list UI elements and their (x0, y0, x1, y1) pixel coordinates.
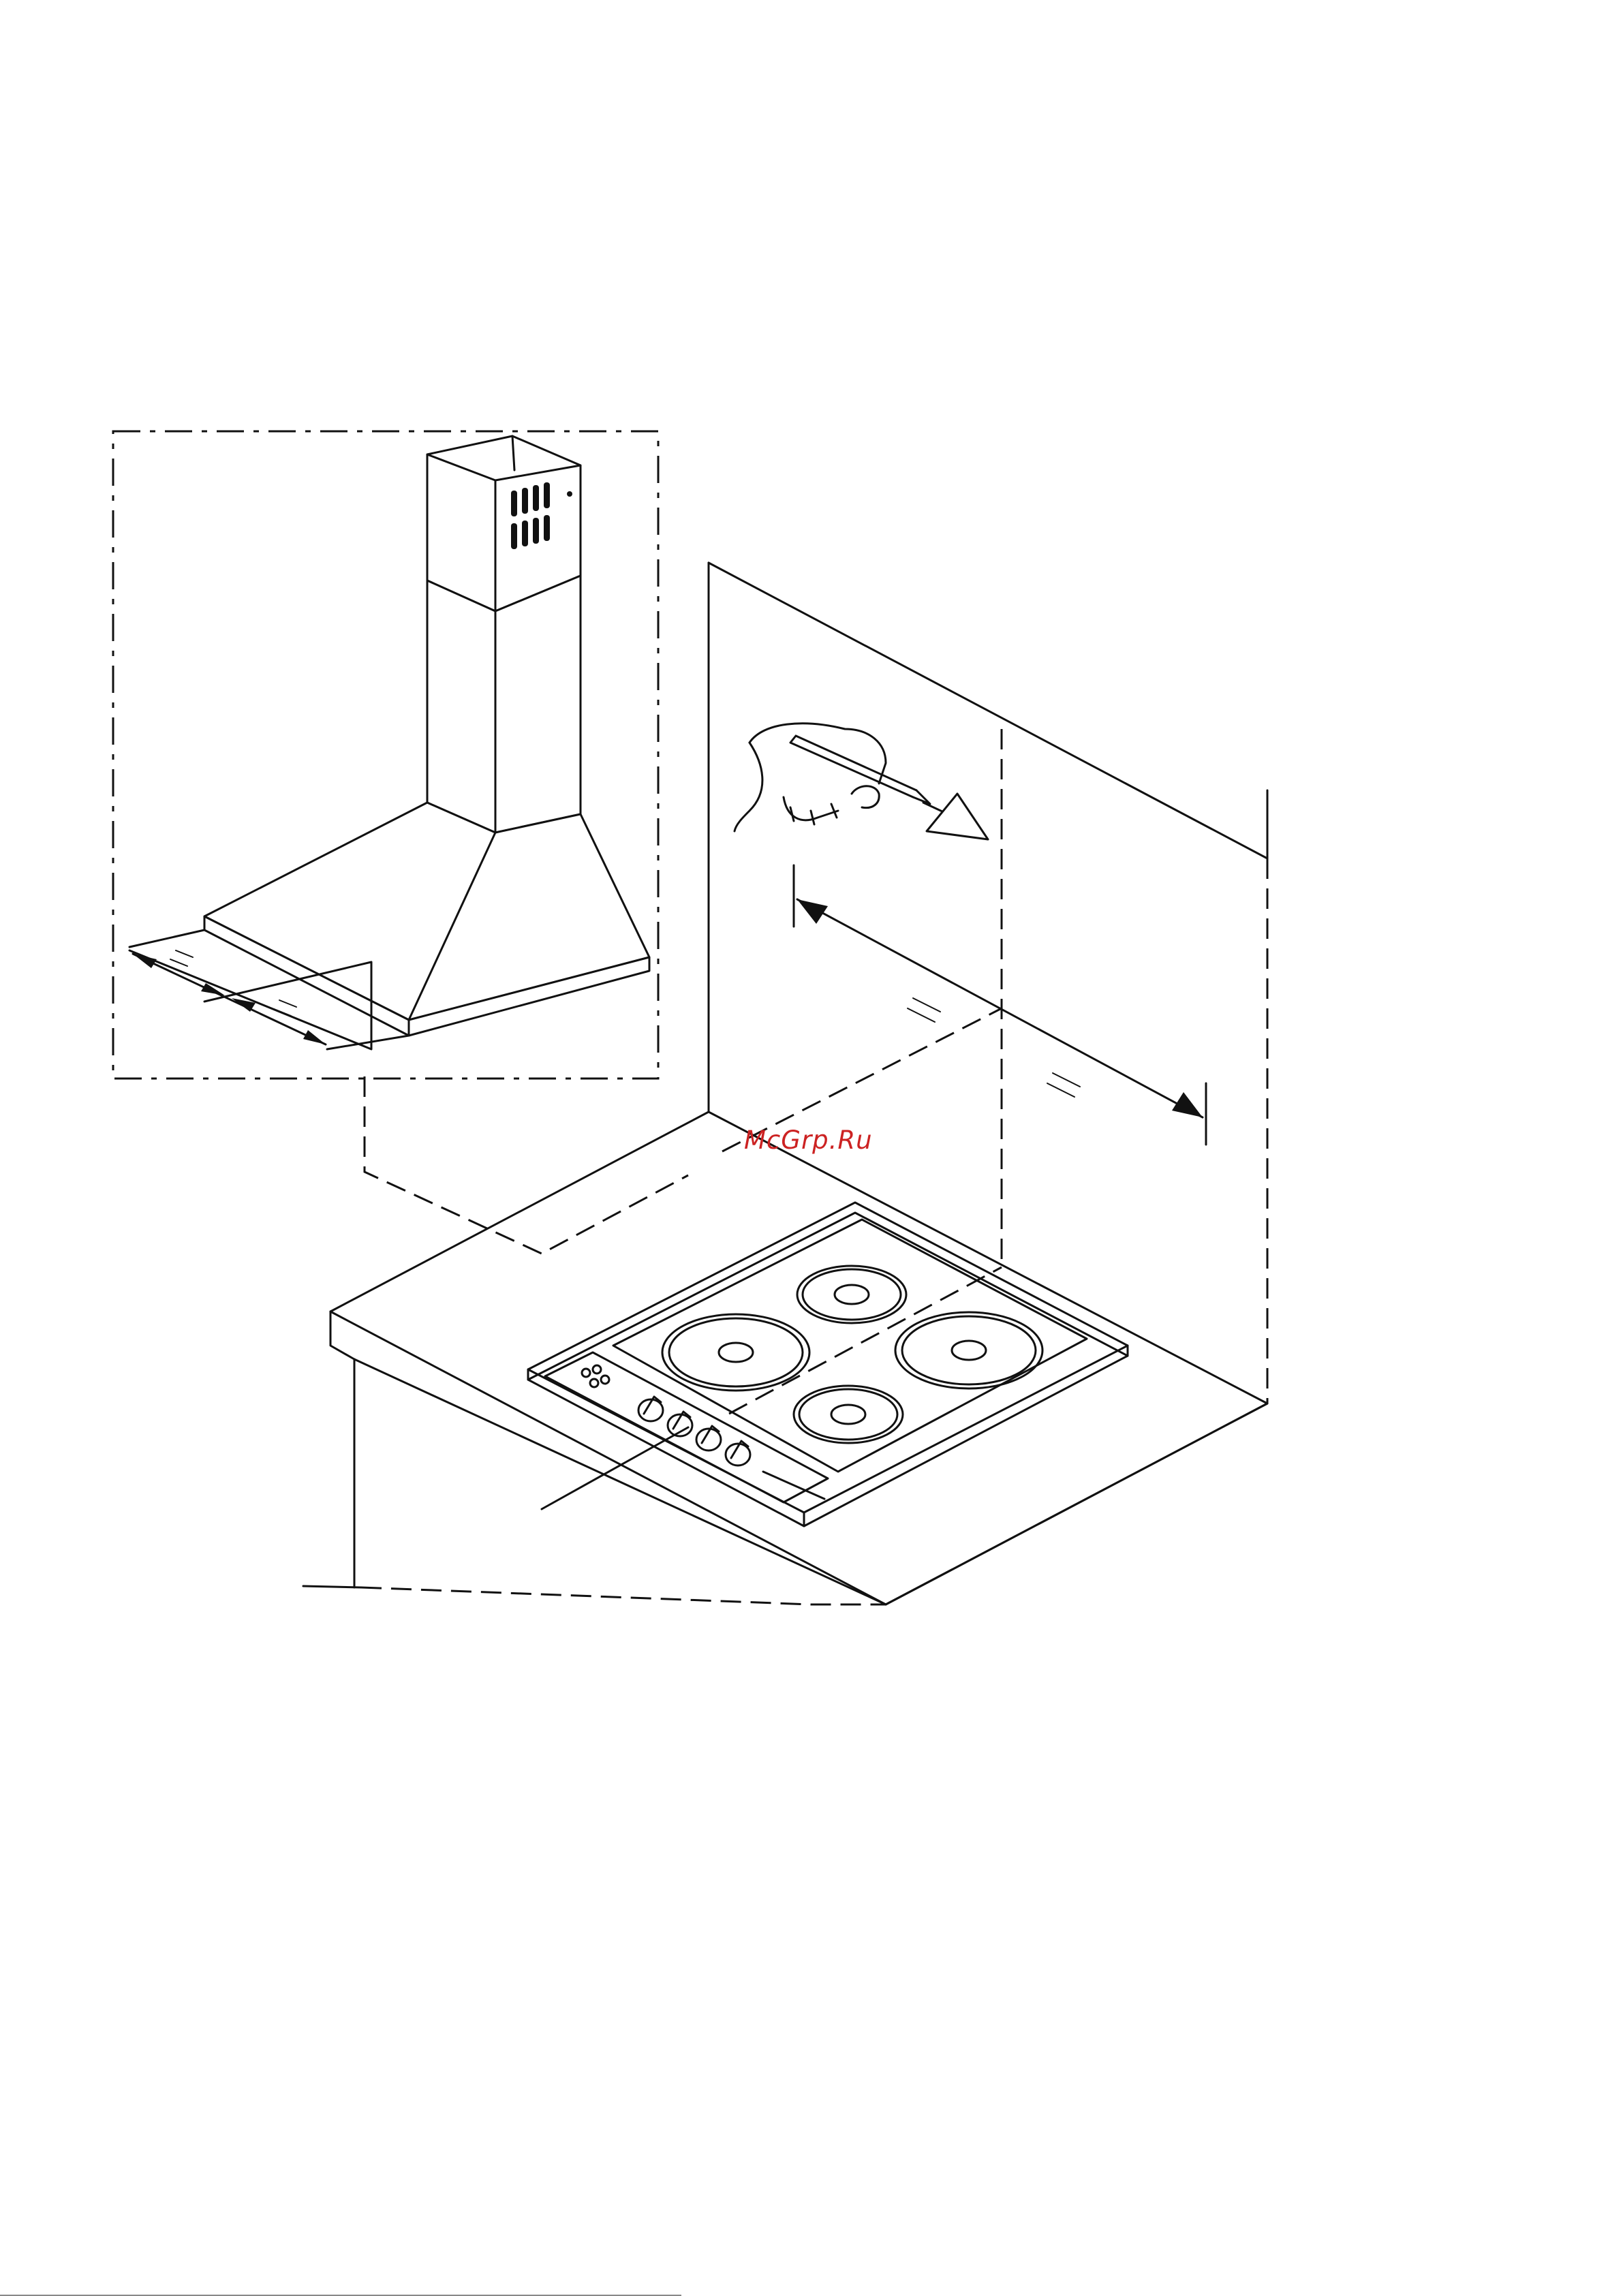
hand-with-pencil (735, 724, 988, 839)
watermark: McGrp.Ru (744, 1126, 873, 1155)
leader-line (542, 1427, 688, 1509)
projection-lines (365, 1008, 1002, 1254)
chimney-hood (204, 436, 649, 1036)
wall-dimension (794, 865, 1206, 1145)
hob (528, 1203, 1128, 1526)
